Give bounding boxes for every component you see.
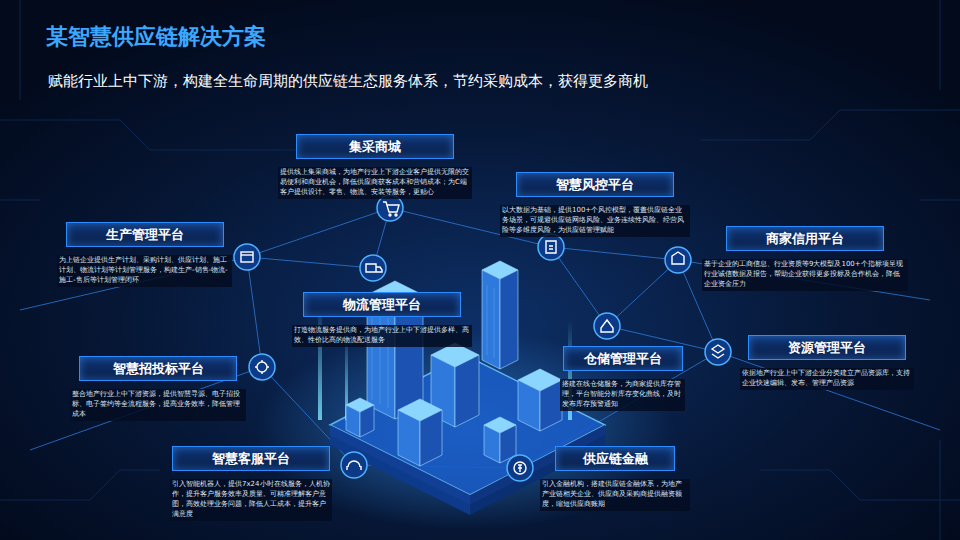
platform-description: 引入智能机器人，提供7x24小时在线服务，人机协作，提升客户服务效率及质量。可精… — [170, 479, 332, 521]
platform-description: 引入金融机构，搭建供应链金融体系，为地产产业链相关企业、供应商及采购商提供融资额… — [540, 479, 690, 511]
platform-title: 物流管理平台 — [303, 292, 461, 317]
platform-description: 提供线上集采商城，为地产行业上下游企业客户提供无限的交易便利和商业机会，降低供应… — [278, 167, 472, 199]
platform-title: 仓储管理平台 — [563, 346, 683, 371]
platform-box: 商家信用平台基于企业的工商信息、行业资质等9大模型及100+个指标项呈现行业诚信… — [702, 226, 908, 291]
platform-description: 打造物流服务提供商，为地产行业上中下游提供多样、高效、性价比高的物流配送服务 — [292, 325, 472, 347]
platform-title: 生产管理平台 — [66, 222, 224, 247]
platform-title: 供应链金融 — [555, 446, 675, 471]
platform-title: 集采商城 — [296, 134, 454, 159]
platform-box: 供应链金融引入金融机构，搭建供应链金融体系，为地产产业链相关企业、供应商及采购商… — [540, 446, 690, 511]
platform-title: 智慧风控平台 — [516, 172, 674, 197]
platform-description: 整合地产行业上中下游资源，提供智慧寻源、电子招投标、电子签约等全流程服务，提高业… — [70, 389, 246, 421]
platform-title: 资源管理平台 — [748, 335, 906, 360]
subtitle: 赋能行业上中下游，构建全生命周期的供应链生态服务体系，节约采购成本，获得更多商机 — [48, 72, 648, 91]
platform-box: 智慧客服平台引入智能机器人，提供7x24小时在线服务，人机协作，提升客户服务效率… — [170, 446, 332, 521]
platform-title: 智慧招投标平台 — [79, 356, 237, 381]
platform-description: 依据地产行业上中下游企业分类建立产品资源库，支持企业快速编辑、发布、管理产品资源 — [740, 368, 914, 390]
platform-box: 智慧风控平台以大数据为基础，提供100+个风控模型，覆盖供应链全业务场景，可规避… — [500, 172, 690, 237]
platform-box: 智慧招投标平台整合地产行业上中下游资源，提供智慧寻源、电子招投标、电子签约等全流… — [70, 356, 246, 421]
platform-description: 基于企业的工商信息、行业资质等9大模型及100+个指标项呈现行业诚信数据及报告，… — [702, 259, 908, 291]
page-title: 某智慧供应链解决方案 — [46, 22, 266, 52]
platform-description: 为上链企业提供生产计划、采购计划、供应计划、施工计划、物流计划等计划管理服务，构… — [57, 255, 232, 287]
platform-title: 商家信用平台 — [726, 226, 884, 251]
platform-box: 集采商城提供线上集采商城，为地产行业上下游企业客户提供无限的交易便利和商业机会，… — [278, 134, 472, 199]
platform-box: 物流管理平台打造物流服务提供商，为地产行业上中下游提供多样、高效、性价比高的物流… — [292, 292, 472, 347]
platform-title: 智慧客服平台 — [172, 446, 330, 471]
platform-box: 仓储管理平台搭建在线仓储服务，为商家提供库存管理，平台智能分析库存变化曲线，及时… — [560, 346, 685, 411]
platform-description: 以大数据为基础，提供100+个风控模型，覆盖供应链全业务场景，可规避供应链网络风… — [500, 205, 690, 237]
platform-box: 资源管理平台依据地产行业上中下游企业分类建立产品资源库，支持企业快速编辑、发布、… — [740, 335, 914, 390]
platform-box: 生产管理平台为上链企业提供生产计划、采购计划、供应计划、施工计划、物流计划等计划… — [57, 222, 232, 287]
platform-description: 搭建在线仓储服务，为商家提供库存管理，平台智能分析库存变化曲线，及时发布库存预警… — [560, 379, 685, 411]
